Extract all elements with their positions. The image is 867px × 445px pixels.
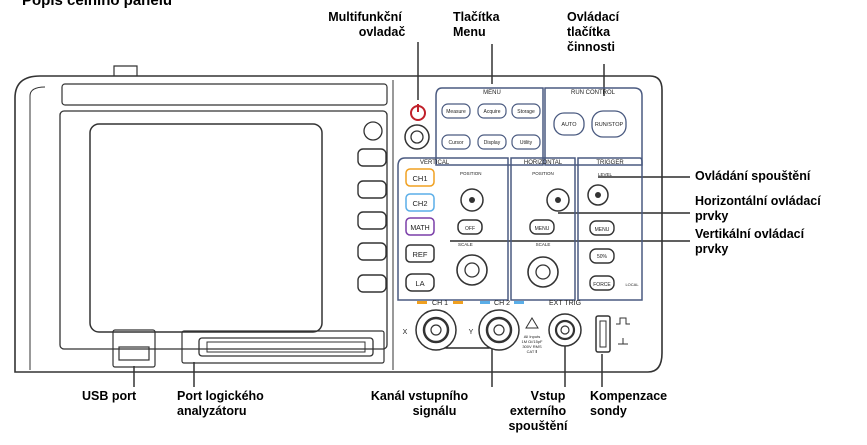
horizontal-position-knob[interactable] [546,188,570,212]
force-label: FORCE [593,282,611,288]
ext-trigger-connector[interactable] [548,313,582,347]
chassis-outline [14,65,663,373]
cursor-label: Cursor [448,140,463,146]
vertical-section: VERTICAL POSITION SCALE [397,157,509,301]
ch2-connector[interactable] [478,309,520,351]
svg-text:CH 1: CH 1 [432,300,448,307]
storage-label: Storage [517,109,535,115]
svg-text:Y: Y [469,329,474,336]
callout-logic-analyzer: Port logického analyzátoru [177,389,264,418]
svg-text:All Inputs: All Inputs [524,334,540,339]
svg-text:EXT TRIG: EXT TRIG [549,300,581,307]
svg-text:SCALE: SCALE [458,242,473,247]
ch2-label: CH2 [412,199,427,208]
svg-text:SCALE: SCALE [536,242,551,247]
multifunction-knob[interactable] [404,104,430,150]
run-stop-label: RUN/STOP [595,122,624,128]
probe-compensation-terminal[interactable] [595,315,630,353]
trigger-buttons[interactable] [589,220,615,291]
off-label: OFF [465,226,475,232]
horizontal-scale-knob[interactable] [527,256,559,288]
svg-text:300V RMS: 300V RMS [522,344,542,349]
callout-run-buttons: Ovládací tlačítka činnosti [567,10,620,54]
svg-text:LEVEL: LEVEL [598,172,613,177]
callout-probe-comp: Kompenzace sondy [590,389,668,418]
vertical-position-knob[interactable] [460,188,484,212]
svg-text:1M Ω//15pF: 1M Ω//15pF [522,339,544,344]
callout-horizontal: Horizontální ovládací prvky [695,194,821,223]
auto-label: AUTO [561,122,577,128]
horizontal-menu-button[interactable] [529,219,555,235]
fifty-percent-label: 50% [597,254,608,260]
callout-input-channels: Kanál vstupního signálu [370,389,469,418]
callout-vertical: Vertikální ovládací prvky [695,227,805,256]
math-label: MATH [410,225,429,232]
trigger-level-knob[interactable] [587,184,609,206]
run-control-section: RUN CONTROL [544,87,643,166]
callout-menu-buttons: Tlačítka Menu [453,10,500,39]
svg-text:CH 2: CH 2 [494,300,510,307]
display-label: Display [484,140,501,146]
svg-text:POSITION: POSITION [532,171,554,176]
svg-text:POSITION: POSITION [460,171,482,176]
channel-buttons[interactable] [405,168,483,292]
svg-text:RUN CONTROL: RUN CONTROL [571,90,616,96]
svg-text:CAT Ⅱ: CAT Ⅱ [527,349,538,354]
svg-text:TRIGGER: TRIGGER [596,160,624,166]
leader-lines [133,42,690,387]
svg-text:X: X [403,329,408,336]
horizontal-section: HORIZONTAL POSITION SCALE [510,157,576,301]
ref-label: REF [413,250,428,259]
la-label: LA [415,279,424,288]
callout-multifunction: Multifunkční ovladač [328,10,406,39]
t-menu-label: MENU [595,227,610,233]
callout-usb: USB port [82,389,137,403]
acquire-label: Acquire [484,109,501,115]
input-labels: CH 1 CH 2 EXT TRIG X Y All Inputs 1M Ω//… [403,300,581,354]
ch1-connector[interactable] [415,309,457,351]
svg-text:HORIZONTAL: HORIZONTAL [524,160,563,166]
svg-text:VERTICAL: VERTICAL [420,160,450,166]
measure-label: Measure [446,109,466,115]
run-buttons[interactable] [553,110,627,138]
callout-ext-trigger: Vstup externího spouštění [508,389,568,433]
softkeys[interactable] [357,148,387,293]
svg-text:LOCAL: LOCAL [625,282,639,287]
h-menu-label: MENU [535,226,550,232]
ch1-label: CH1 [412,174,427,183]
diagram-title: Popis čelního panelu [22,0,173,9]
vertical-scale-knob[interactable] [456,254,488,286]
trigger-section: TRIGGER LEVEL LOCAL [577,157,643,301]
menu-section: MENU [435,87,544,166]
menu-buttons[interactable] [441,103,541,150]
utility-label: Utility [520,140,533,146]
callout-trigger: Ovládání spouštění [695,169,811,183]
svg-text:MENU: MENU [483,90,501,96]
